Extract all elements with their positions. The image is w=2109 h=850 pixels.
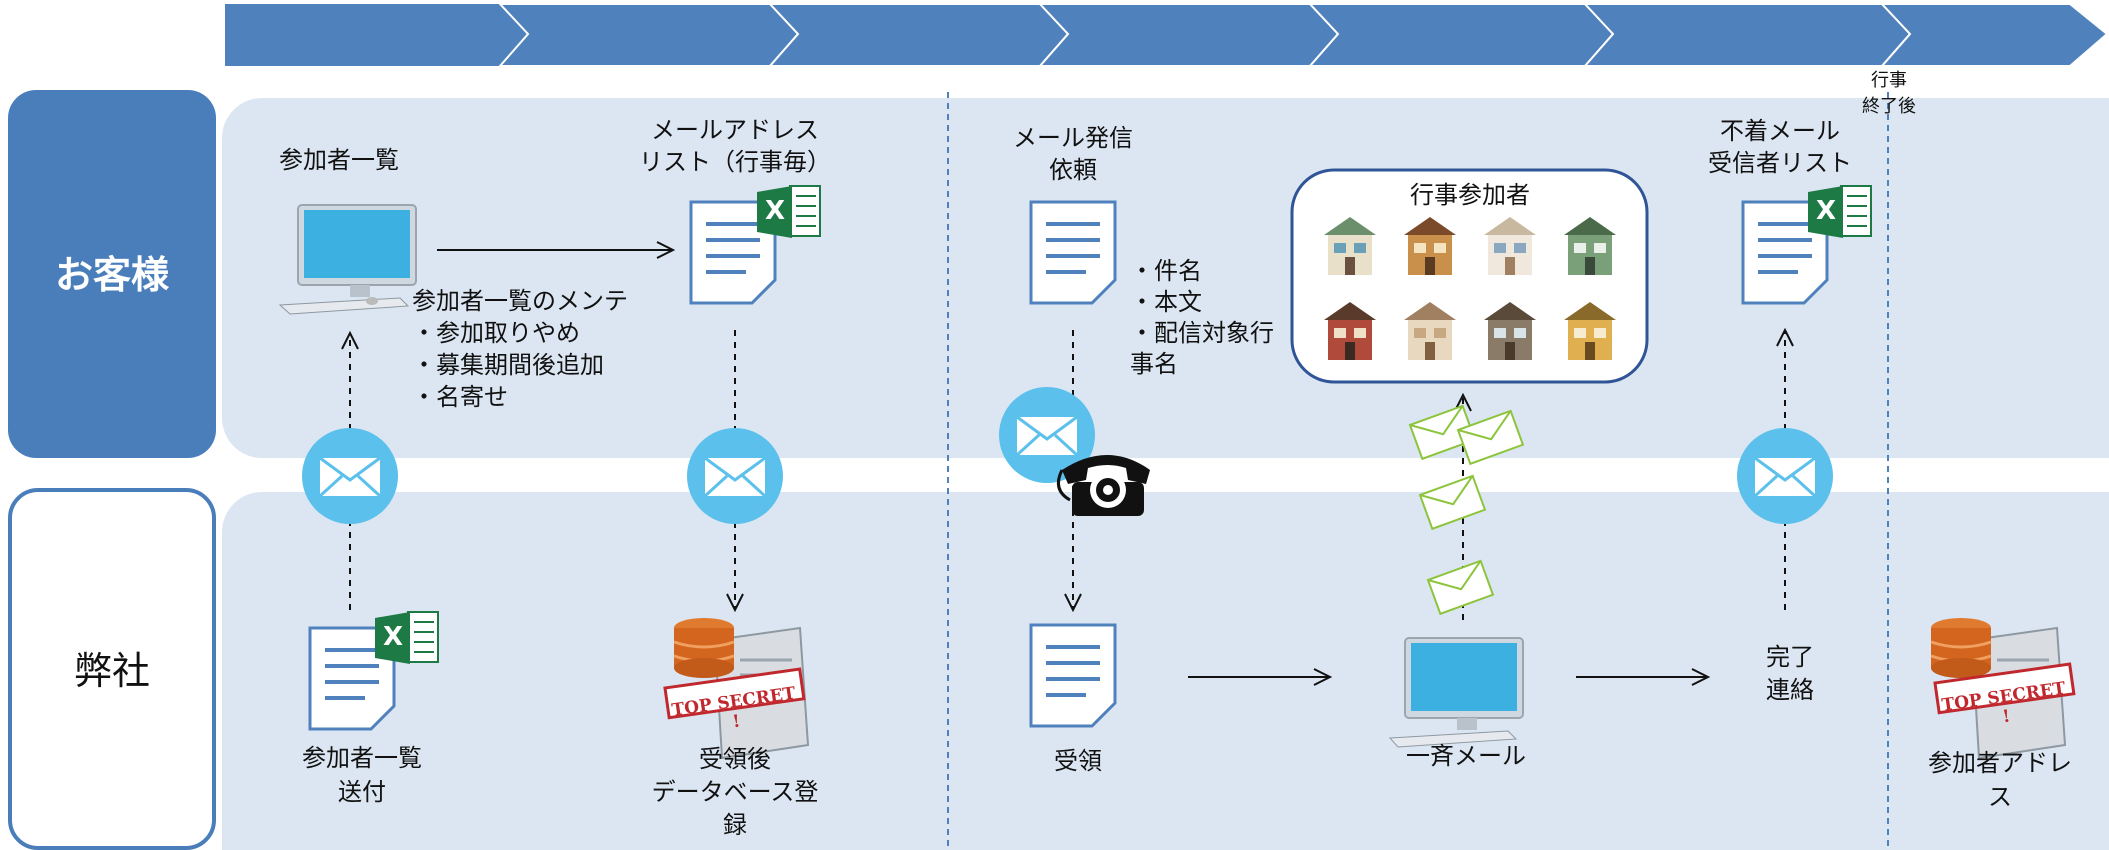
chevron-step-3 [767, 3, 1070, 67]
excel-x-label: X [1815, 196, 1837, 226]
maintenance-item: ・参加取りやめ [412, 319, 580, 347]
send-list-label-2: 送付 [338, 778, 386, 806]
maintenance-item: ・募集期間後追加 [412, 351, 604, 379]
database-server-icon [1930, 618, 2076, 760]
computer-icon [278, 204, 417, 315]
address-list-label-2: リスト（行事毎） [639, 148, 831, 176]
mail-item: ・件名 [1130, 257, 1202, 285]
document-icon [1741, 200, 1829, 305]
chevron-step-7 [1879, 3, 2109, 67]
excel-icon [757, 185, 821, 238]
excel-x-label: X [382, 622, 404, 652]
received-label: 受領 [1054, 747, 1102, 775]
lane-label-customer: お客様 [54, 253, 169, 297]
send-list-label-1: 参加者一覧 [302, 744, 422, 772]
chevron-step-2 [497, 3, 800, 67]
mail-item: ・配信対象行 [1130, 319, 1274, 347]
house-icon [1324, 217, 1376, 275]
address-db-label-1: 参加者アドレ [1928, 749, 2072, 777]
bounce-list-label-2: 受信者リスト [1708, 149, 1852, 177]
house-icon [1564, 302, 1616, 360]
mail-item: 事名 [1130, 350, 1178, 378]
db-register-label-1: 受領後 [699, 745, 771, 773]
mail-icon [687, 428, 783, 524]
after-event-label-2: 終了後 [1862, 96, 1916, 117]
db-register-label-3: 録 [723, 811, 747, 839]
mail-request-label-1: メール発信 [1013, 124, 1133, 152]
mail-request-label-2: 依頼 [1049, 156, 1097, 184]
house-icon [1484, 302, 1536, 360]
chevron-step-5 [1307, 3, 1615, 67]
document-icon [1029, 200, 1117, 305]
db-register-label-2: データベース登 [651, 778, 819, 806]
mail-icon [1737, 428, 1833, 524]
chevron-step-4 [1037, 3, 1340, 67]
phone-icon [1056, 455, 1150, 516]
process-chevron-bar [225, 3, 2109, 67]
chevron-step-1 [225, 4, 528, 66]
house-icon [1404, 217, 1456, 275]
done-label-2: 連絡 [1766, 676, 1814, 704]
document-icon [689, 200, 777, 305]
address-list-label-1: メールアドレス [651, 116, 819, 144]
database-server-icon [663, 618, 810, 760]
participants-list-label: 参加者一覧 [279, 146, 399, 174]
house-icon [1324, 302, 1376, 360]
lane-label-company: 弊社 [73, 649, 150, 693]
computer-icon [1388, 637, 1524, 748]
event-participants-box [1290, 168, 1649, 384]
maintenance-item: ・名寄せ [412, 383, 508, 411]
address-db-label-2: ス [1988, 783, 2012, 811]
envelope-icon [1408, 404, 1525, 616]
mail-item: ・本文 [1130, 288, 1202, 316]
company-lane-label-box [8, 488, 216, 850]
document-icon [308, 626, 396, 731]
bounce-list-label-1: 不着メール [1720, 117, 1840, 145]
house-icon [1404, 302, 1456, 360]
bulk-mail-label: 一斉メール [1406, 742, 1526, 770]
excel-icon [1808, 185, 1872, 238]
maintenance-title: 参加者一覧のメンテ [412, 287, 628, 315]
mail-icon [999, 387, 1095, 483]
done-label-1: 完了 [1766, 643, 1814, 671]
house-icon [1484, 217, 1536, 275]
customer-lane-label-box [8, 90, 216, 458]
excel-x-label: X [764, 196, 786, 226]
mail-icon [302, 428, 398, 524]
document-icon [1029, 623, 1117, 728]
excel-icon [375, 611, 439, 664]
after-event-label-1: 行事 [1871, 70, 1907, 91]
event-participants-label: 行事参加者 [1410, 181, 1530, 209]
company-lane-bg [222, 492, 2109, 850]
chevron-step-6 [1582, 3, 1912, 67]
house-icon [1564, 217, 1616, 275]
